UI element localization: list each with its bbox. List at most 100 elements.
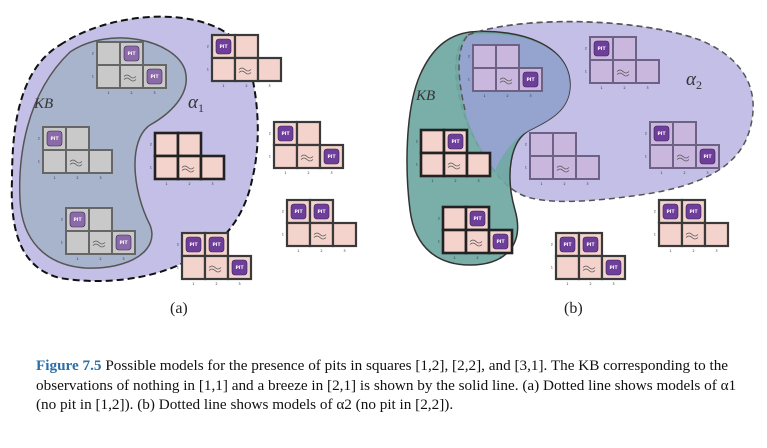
col-index: 1 [669, 249, 671, 253]
pit-label: PIT [451, 139, 460, 145]
grid-cell [612, 59, 637, 84]
breeze-icon [313, 232, 327, 240]
breeze-icon [616, 69, 630, 77]
alpha2-symbol: α [686, 69, 697, 90]
pit-icon [522, 71, 539, 88]
grid-cell [233, 33, 260, 60]
col-index: 2 [307, 171, 309, 175]
col-index: 3 [706, 171, 708, 175]
col-index: 1 [76, 257, 78, 261]
grid-cell [295, 120, 322, 147]
pit-label: PIT [50, 136, 59, 142]
col-index: 1 [222, 84, 224, 88]
grid-cell [552, 155, 577, 180]
grid-cell [672, 121, 697, 146]
grid-cell [176, 154, 203, 181]
col-index: 1 [192, 282, 194, 286]
grid-cell [65, 126, 90, 151]
grid-cell [153, 154, 180, 181]
breeze-icon [556, 165, 570, 173]
col-index: 2 [99, 257, 101, 261]
row-index: 1 [468, 78, 470, 82]
grid-cell [119, 64, 144, 89]
pit-label: PIT [189, 242, 198, 248]
grid-cell [680, 221, 707, 248]
grid-cell [635, 59, 660, 84]
col-index: 1 [431, 179, 433, 183]
col-index: 2 [692, 249, 694, 253]
grid-cell [233, 56, 260, 83]
pit-icon [231, 259, 248, 276]
col-index: 1 [600, 86, 602, 90]
grid-cell [65, 149, 90, 174]
row-index: 1 [207, 68, 209, 72]
row-index: 2 [269, 132, 271, 136]
col-index: 2 [683, 171, 685, 175]
col-index: 2 [589, 282, 591, 286]
col-index: 3 [211, 182, 213, 186]
row-index: 1 [416, 163, 418, 167]
grid-cell [203, 254, 230, 281]
pit-label: PIT [526, 77, 535, 83]
alpha1-subscript: 1 [198, 101, 204, 115]
col-index: 3 [268, 84, 270, 88]
breeze-icon [469, 239, 483, 247]
breeze-icon [676, 154, 690, 162]
kb-label-a: KB [33, 96, 53, 112]
grid-cell [703, 221, 730, 248]
pit-icon [699, 148, 716, 165]
grid-cell [42, 149, 67, 174]
breeze-icon [582, 265, 596, 273]
pit-icon [208, 236, 225, 253]
pit-icon [146, 68, 163, 85]
grid-cell [96, 41, 121, 66]
grid-cell [88, 207, 113, 232]
col-index: 2 [245, 84, 247, 88]
grid-cell [331, 221, 358, 248]
panel-a-label: (a) [170, 300, 188, 317]
col-index: 3 [343, 249, 345, 253]
grid-cell [464, 228, 491, 255]
pit-icon [582, 236, 599, 253]
caption-figure-label: Figure 7.5 [36, 357, 102, 374]
grid-cell [65, 230, 90, 255]
grid-cell [612, 36, 637, 61]
grid-cell [180, 254, 207, 281]
grid-cell [256, 56, 283, 83]
grid-cell [552, 132, 577, 157]
col-index: 2 [320, 249, 322, 253]
col-index: 2 [130, 91, 132, 95]
pit-icon [685, 203, 702, 220]
grid-cell [495, 67, 520, 92]
grid-cell [285, 221, 312, 248]
row-index: 2 [654, 210, 656, 214]
pit-icon [185, 236, 202, 253]
row-index: 1 [551, 266, 553, 270]
pit-label: PIT [666, 209, 675, 215]
caption-text: Possible models for the presence of pits… [36, 357, 737, 413]
grid-cell [554, 254, 581, 281]
col-index: 3 [477, 179, 479, 183]
pit-label: PIT [327, 154, 336, 160]
col-index: 2 [623, 86, 625, 90]
alpha2-subscript: 2 [696, 78, 702, 92]
pit-icon [447, 133, 464, 150]
pit-label: PIT [473, 216, 482, 222]
pit-icon [653, 125, 670, 142]
col-index: 1 [107, 91, 109, 95]
pit-icon [313, 203, 330, 220]
col-index: 2 [454, 179, 456, 183]
pit-icon [323, 148, 340, 165]
row-index: 2 [468, 55, 470, 59]
row-index: 2 [177, 243, 179, 247]
col-index: 3 [330, 171, 332, 175]
breeze-icon [123, 74, 137, 82]
